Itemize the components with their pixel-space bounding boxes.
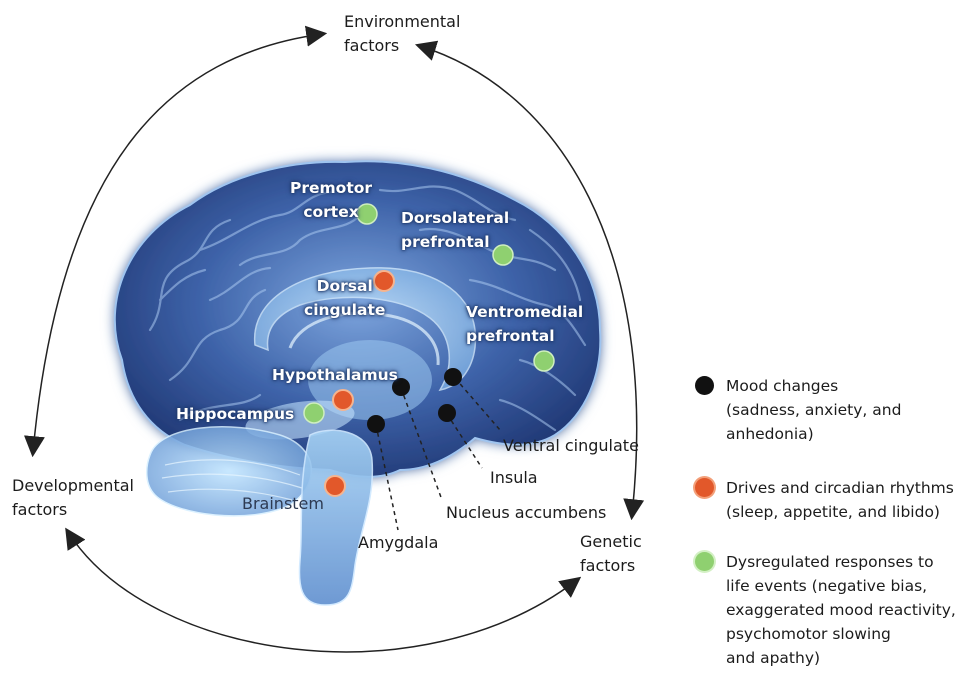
legend-dysregulated-dot [695, 552, 714, 571]
dot-brainstem [324, 475, 346, 497]
leader-amygdala [375, 424, 399, 531]
dot-hippocampus [303, 402, 325, 424]
dot-amygdala [367, 415, 385, 433]
cerebellum-shape [145, 426, 313, 517]
dot-ventromedial-prefrontal [533, 350, 555, 372]
legend-dysregulated: Dysregulated responses to life events (n… [726, 553, 956, 667]
dot-ventral-cingulate [444, 368, 462, 386]
hippocampus-shape [245, 400, 355, 440]
region-dots [303, 203, 555, 497]
dot-premotor-cortex [356, 203, 378, 225]
hippocampus-label: Hippocampus [176, 405, 295, 423]
legend-drives-dot [695, 478, 714, 497]
brainstem-shape [298, 429, 374, 606]
legend-mood-changes: Mood changes (sadness, anxiety, and anhe… [726, 377, 902, 443]
ventromedial-prefrontal-label: Ventromedial prefrontal [466, 303, 584, 345]
brainstem-label: Brainstem [242, 494, 324, 513]
dorsolateral-prefrontal-label: Dorsolateral prefrontal [401, 209, 510, 251]
dot-dorsolateral-prefrontal [492, 244, 514, 266]
arrow-env-to-dev [24, 25, 328, 458]
amygdala-label: Amygdala [358, 533, 439, 552]
ventral-cingulate-label: Ventral cingulate [503, 436, 639, 455]
legend-mood-dot [695, 376, 714, 395]
nucleus-accumbens-label: Nucleus accumbens [446, 503, 607, 522]
inner-arch [288, 311, 440, 366]
leader-nucleus-accumbens [400, 387, 443, 501]
environmental-factors-label: Environmental factors [344, 12, 461, 55]
cingulate-arch [254, 267, 477, 392]
hypothalamus-label: Hypothalamus [272, 366, 398, 384]
dot-hypothalamus [332, 389, 354, 411]
cerebellum-folia [161, 459, 303, 501]
premotor-cortex-label: Premotor cortex [290, 179, 373, 221]
leader-insula [446, 413, 483, 469]
dot-nucleus-accumbens [392, 378, 410, 396]
developmental-factors-label: Developmental factors [12, 476, 134, 519]
dorsal-cingulate-label: Dorsal cingulate [304, 277, 386, 319]
dot-dorsal-cingulate [373, 270, 395, 292]
genetic-factors-label: Genetic factors [580, 532, 642, 575]
insula-label: Insula [490, 468, 538, 487]
legend-drives: Drives and circadian rhythms (sleep, app… [726, 479, 954, 521]
leader-ventral-cingulate [454, 377, 501, 431]
dot-insula [438, 404, 456, 422]
leader-lines [375, 377, 501, 531]
arrow-dev-to-genetic [65, 527, 582, 653]
gyri-pattern [148, 185, 587, 432]
arrow-env-to-genetic [414, 40, 645, 521]
